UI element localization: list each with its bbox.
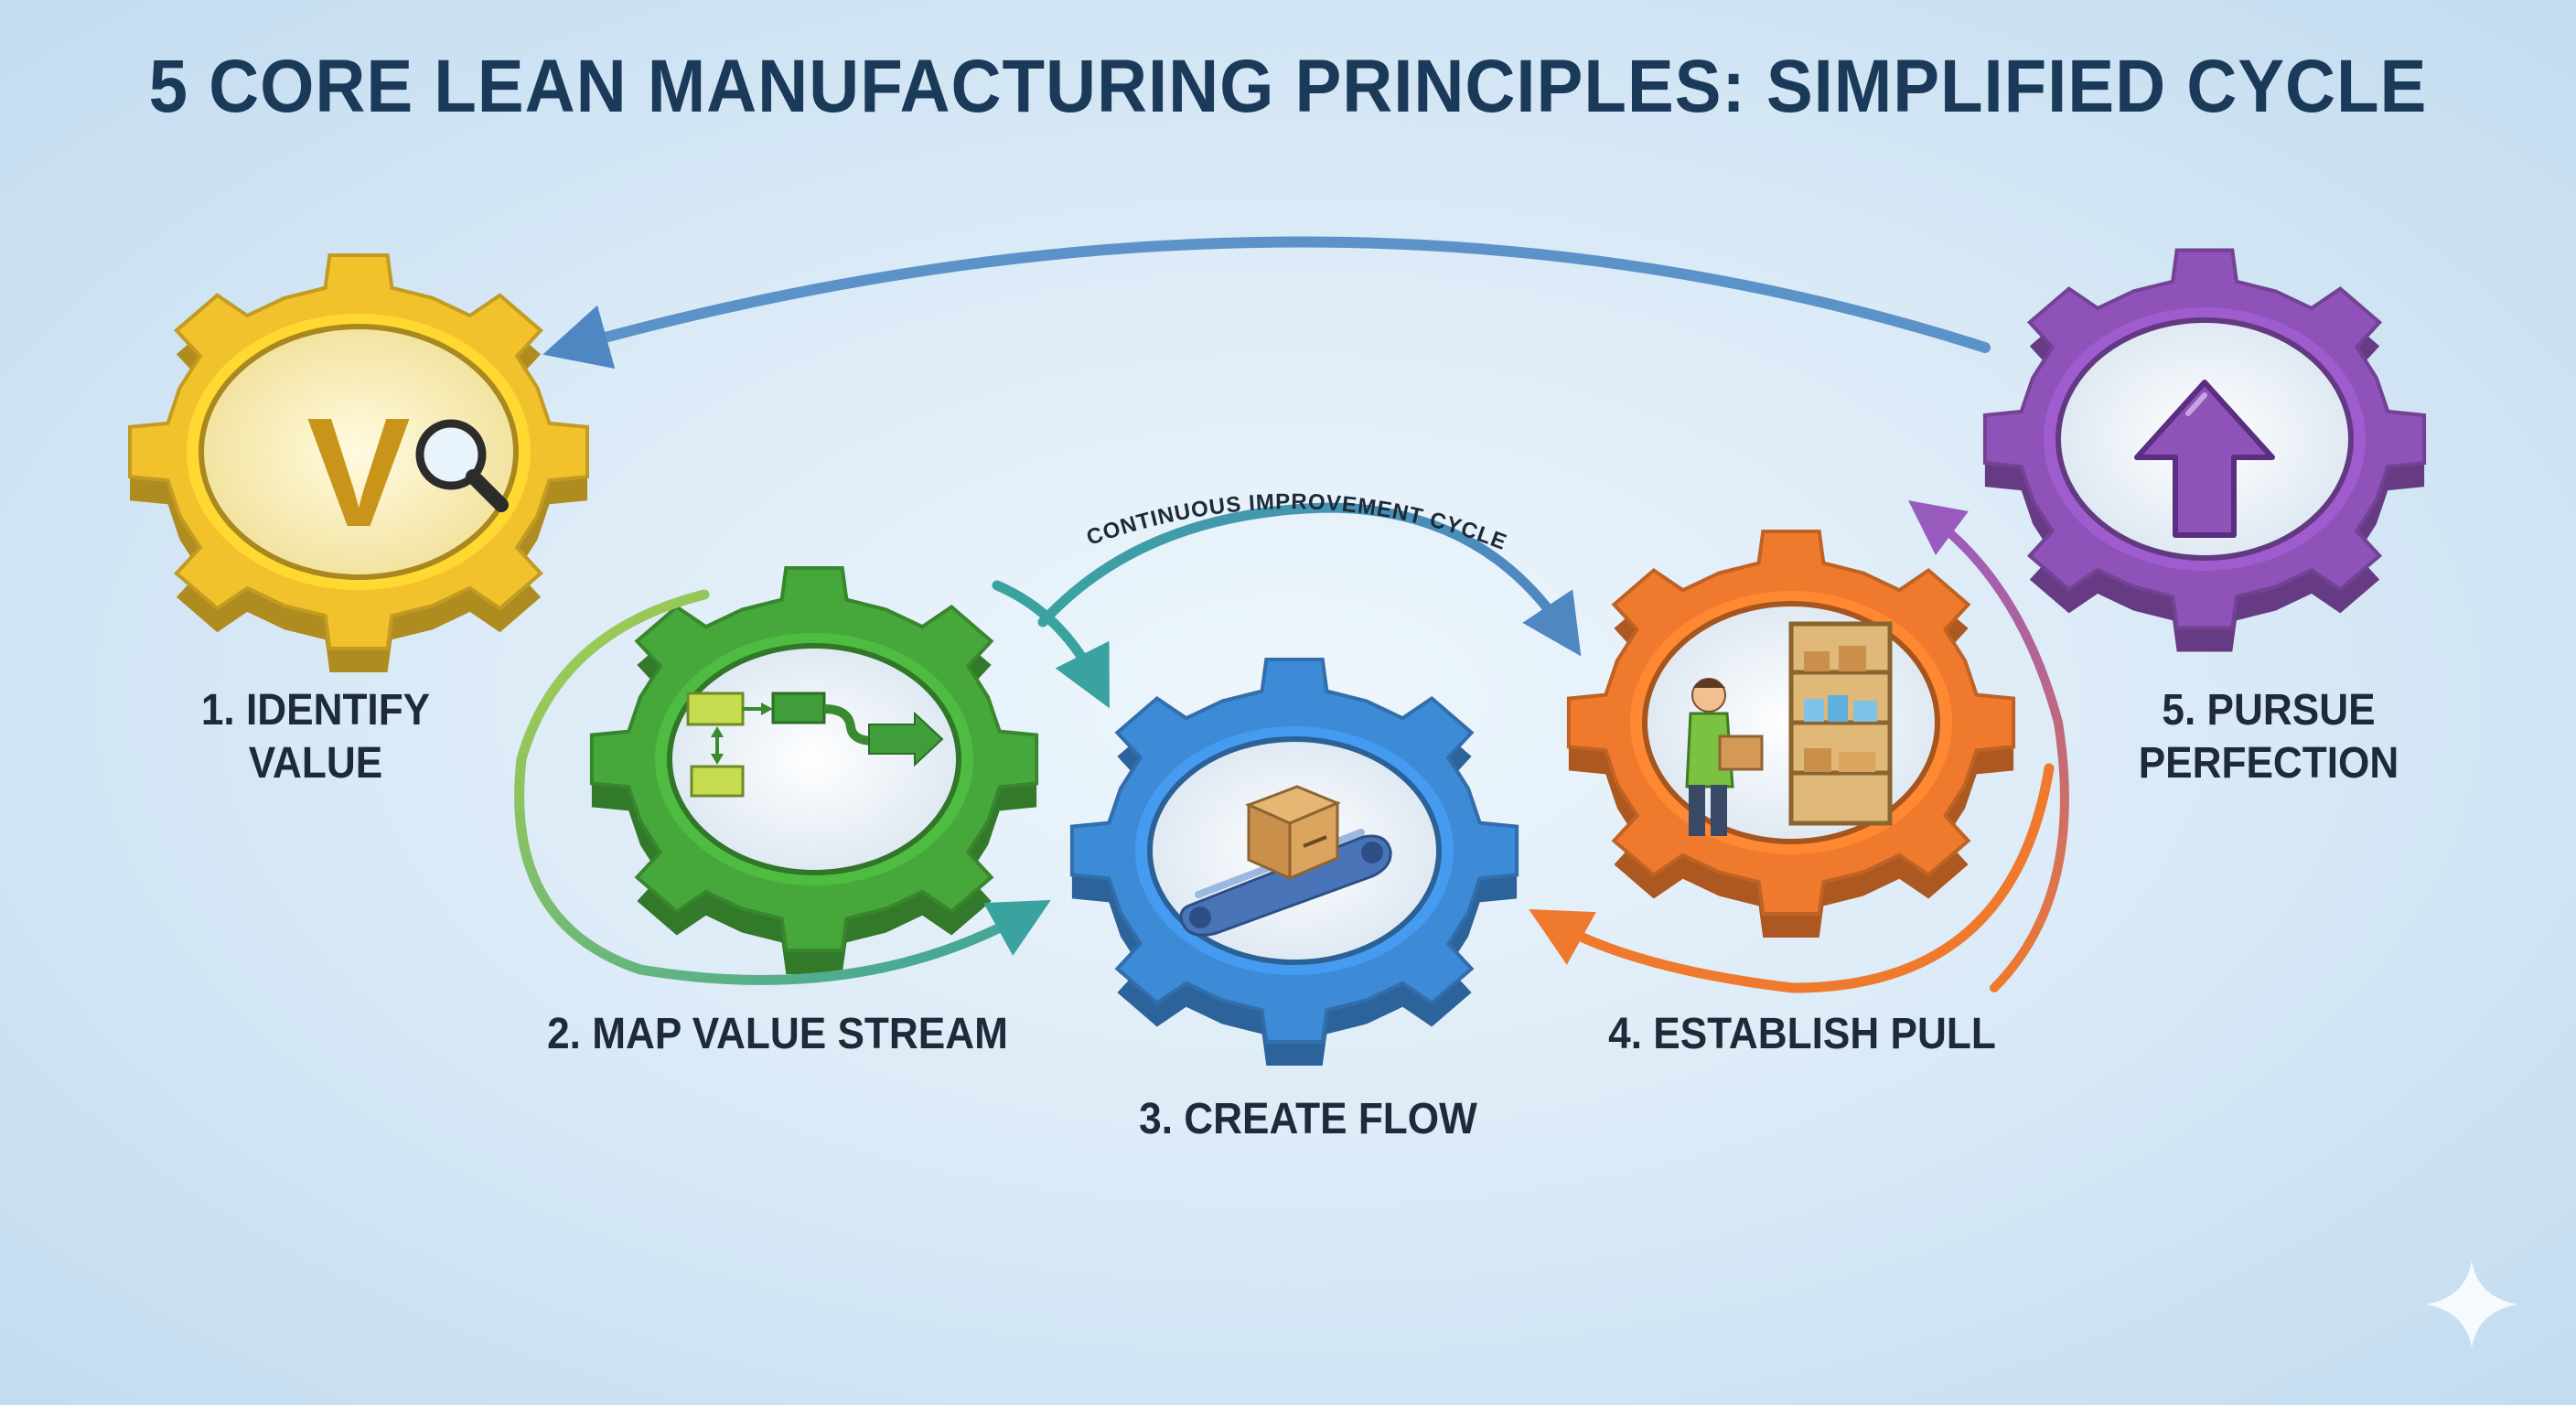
arrow-2-to-3 [992, 580, 1110, 709]
up-arrow-icon [2134, 380, 2275, 538]
label-map-value-stream: 2. MAP VALUE STREAM [547, 1010, 1008, 1058]
value-magnifier-icon: V [306, 386, 509, 560]
gear-map-value-stream [589, 566, 1039, 974]
value-letter: V [306, 386, 410, 560]
return-arrow [542, 236, 1991, 370]
page-title: 5 CORE LEAN MANUFACTURING PRINCIPLES: SI… [148, 45, 2428, 128]
gear-center [199, 324, 519, 580]
arrow-4-loop [1529, 763, 2055, 993]
arrow-4-to-5 [1908, 499, 2069, 992]
conveyor-box-icon [1179, 785, 1392, 937]
label-create-flow: 3. CREATE FLOW [1139, 1095, 1477, 1143]
value-stream-map-icon [686, 692, 944, 798]
worker-shelf-icon [1685, 621, 1893, 836]
sparkle-icon [2426, 1260, 2517, 1348]
label-establish-pull: 4. ESTABLISH PULL [1608, 1010, 1996, 1058]
arrow-1-to-2 [514, 589, 1051, 985]
gear-identify-value [128, 253, 589, 672]
arrow-3-to-4 [1037, 502, 1582, 657]
